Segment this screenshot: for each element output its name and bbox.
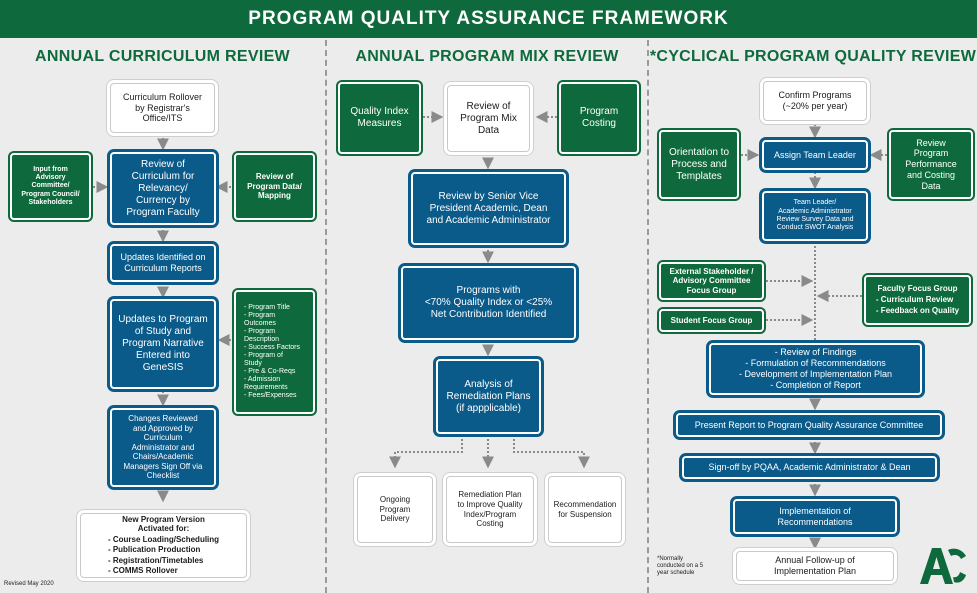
list-item: - COMMS Rollover	[107, 565, 178, 575]
program-data-mapping-box: Review of Program Data/ Mapping	[234, 153, 315, 220]
list-item: - Program Outcomes	[244, 311, 276, 327]
advisory-input-box: Input from Advisory Committee/ Program C…	[10, 153, 91, 220]
column-title-cyclical: *CYCLICAL PROGRAM QUALITY REVIEW	[649, 48, 977, 65]
orientation-box: Orientation to Process and Templates	[659, 130, 739, 199]
confirm-programs-box: Confirm Programs (~20% per year)	[763, 81, 867, 121]
suspension-box: Recommendation for Suspension	[548, 476, 622, 543]
implementation-box: Implementation of Recommendations	[733, 499, 897, 534]
assign-team-leader-box: Assign Team Leader	[762, 140, 868, 170]
page-title: PROGRAM QUALITY ASSURANCE FRAMEWORK	[0, 0, 977, 38]
list-item: - Publication Production	[107, 545, 201, 555]
team-leader-swot-box: Team Leader/ Academic Administrator Revi…	[762, 191, 868, 241]
list-item: - Course Loading/Scheduling	[107, 534, 220, 544]
student-focus-group-box: Student Focus Group	[659, 309, 764, 332]
findings-box: - Review of Findings - Formulation of Re…	[709, 343, 922, 395]
new-program-version-box: New Program Version Activated for: - Cou…	[80, 513, 247, 578]
list-item: - Program of Study	[244, 352, 283, 368]
ac-logo-icon	[920, 548, 966, 584]
programs-identified-box: Programs with <70% Quality Index or <25%…	[401, 266, 576, 340]
column-title-mix: ANNUAL PROGRAM MIX REVIEW	[355, 48, 619, 65]
external-stakeholder-box: External Stakeholder / Advisory Committe…	[659, 262, 764, 300]
list-item: - Program Description	[244, 327, 280, 343]
updates-identified-box: Updates Identified on Curriculum Reports	[110, 244, 216, 282]
quality-index-box: Quality Index Measures	[338, 82, 421, 154]
program-costing-box: Program Costing	[559, 82, 639, 154]
list-item: - Admission Requirements	[244, 376, 288, 392]
faculty-focus-group-box: Faculty Focus Group - Curriculum Review …	[864, 275, 971, 325]
revised-date: Revised May 2020	[4, 581, 54, 587]
program-fields-list: - Program Title - Program Outcomes - Pro…	[234, 290, 315, 414]
curriculum-relevancy-review-box: Review of Curriculum for Relevancy/ Curr…	[110, 152, 216, 225]
column-divider	[325, 40, 327, 593]
list-item: - Program Title	[244, 303, 290, 311]
list-item: - Pre & Co-Reqs	[244, 368, 296, 376]
program-mix-data-box: Review of Program Mix Data	[447, 85, 530, 152]
column-divider	[647, 40, 649, 593]
remediation-plan-box: Remediation Plan to Improve Quality Inde…	[446, 476, 534, 543]
signoff-box: Sign-off by PQAA, Academic Administrator…	[682, 456, 937, 479]
changes-reviewed-box: Changes Reviewed and Approved by Curricu…	[110, 408, 216, 487]
analysis-remediation-box: Analysis of Remediation Plans (if apppli…	[436, 359, 541, 434]
program-performance-box: Review Program Performance and Costing D…	[889, 130, 973, 199]
column-title-curriculum: ANNUAL CURRICULUM REVIEW	[35, 48, 290, 65]
faculty-focus-title: Faculty Focus Group	[877, 283, 958, 293]
senior-review-box: Review by Senior Vice President Academic…	[411, 172, 566, 245]
ongoing-delivery-box: Ongoing Program Delivery	[357, 476, 433, 543]
updates-program-study-box: Updates to Program of Study and Program …	[110, 299, 216, 389]
annual-followup-box: Annual Follow-up of Implementation Plan	[736, 551, 894, 581]
present-report-box: Present Report to Program Quality Assura…	[676, 413, 942, 437]
list-item: - Success Factors	[244, 343, 301, 351]
list-item: - Fees/Expenses	[244, 392, 297, 400]
new-version-title: New Program Version Activated for:	[122, 514, 205, 534]
schedule-note: *Normally conducted on a 5 year schedule	[657, 556, 704, 577]
list-item: - Feedback on Quality	[875, 305, 960, 315]
list-item: - Curriculum Review	[875, 295, 954, 305]
list-item: - Registration/Timetables	[107, 555, 204, 565]
curriculum-rollover-box: Curriculum Rollover by Registrar's Offic…	[110, 83, 215, 133]
